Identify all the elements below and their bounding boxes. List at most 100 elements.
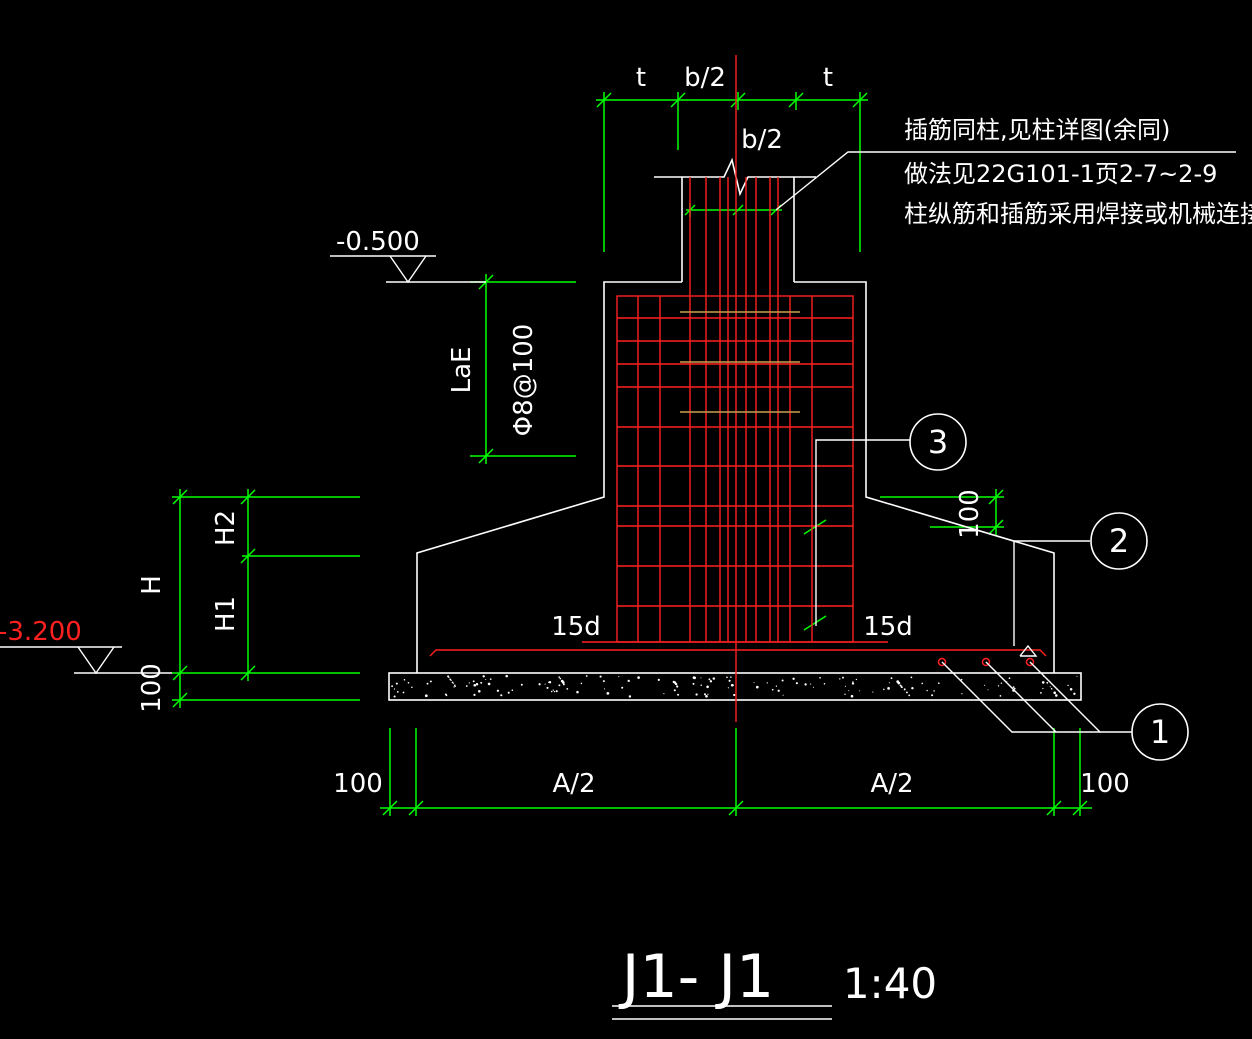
pad-speckle	[580, 682, 583, 685]
pad-speckle	[1008, 677, 1011, 680]
callout-circles	[909, 413, 1189, 761]
pad-speckle	[728, 679, 731, 682]
pad-speckle	[453, 684, 456, 687]
pad-speckle	[393, 695, 396, 698]
pad-speckle	[558, 684, 561, 687]
pad-speckle	[1041, 681, 1045, 684]
pad-speckle	[900, 686, 903, 689]
callout-2-label: 2	[1109, 522, 1129, 560]
pad-speckle	[627, 679, 630, 683]
pad-speckle	[599, 675, 602, 678]
pad-speckle	[937, 682, 940, 685]
pad-speckle	[559, 677, 562, 680]
pad-speckle	[933, 690, 935, 692]
pad-speckle	[465, 685, 468, 687]
pad-speckle	[703, 693, 707, 696]
pad-speckle	[663, 693, 665, 695]
pad-speckle	[795, 682, 798, 685]
pad-speckle	[1046, 681, 1049, 684]
pad-speckle	[566, 688, 569, 690]
pad-speckle	[987, 689, 989, 691]
pad-speckle	[606, 692, 610, 695]
pad-speckle	[475, 682, 479, 686]
pad-speckle	[1067, 684, 1069, 687]
pad-speckle	[478, 690, 481, 693]
pad-speckle	[887, 687, 890, 690]
pad-speckle	[550, 690, 553, 693]
pad-speckle	[553, 690, 556, 693]
pad-speckle	[931, 694, 934, 697]
pad-speckle	[730, 676, 732, 678]
pad-speckle	[850, 694, 854, 698]
hook-left: 15d	[551, 612, 601, 642]
pad-speckle	[823, 683, 826, 685]
pad-speckle	[1053, 691, 1057, 695]
dim-b-half-inner: b/2	[741, 125, 783, 155]
dim-bottom-left-offset: 100	[333, 769, 383, 799]
pad-speckle	[393, 688, 396, 690]
callout-1-label: 1	[1150, 713, 1170, 751]
pad-speckle	[451, 681, 454, 684]
pad-speckle	[819, 676, 821, 679]
pad-speckle	[859, 690, 861, 692]
pad-speckle	[733, 693, 736, 697]
pad-speckle	[726, 676, 728, 679]
leaders	[0, 151, 1236, 1020]
rebar	[429, 55, 1047, 722]
pad-speckle	[507, 691, 510, 694]
pad-speckle	[1073, 692, 1076, 695]
dim-bottom-left-half: A/2	[552, 769, 595, 799]
pad-speckle	[804, 683, 807, 686]
concrete-outline	[388, 157, 1082, 701]
pad-speckle	[450, 679, 452, 682]
pad-speckle	[961, 693, 963, 695]
dim-bottom-right-half: A/2	[870, 769, 913, 799]
pad-speckle	[454, 685, 457, 687]
pad-speckle	[781, 679, 784, 682]
pad-speckle	[792, 677, 795, 680]
pad-speckle	[905, 691, 908, 694]
pad-speckle	[673, 689, 676, 692]
pad-speckle	[1000, 682, 1003, 684]
pad-speckle	[676, 685, 679, 688]
pad-speckle	[899, 684, 902, 687]
pad-speckle	[1070, 689, 1073, 691]
dim-h: H	[137, 575, 167, 595]
pad-speckle	[1042, 687, 1044, 690]
pad-speckle	[842, 676, 844, 679]
pad-speckle	[712, 677, 716, 680]
pad-speckle	[558, 676, 561, 678]
pad-speckle	[839, 678, 841, 680]
pad-speckle	[505, 674, 508, 678]
pad-speckle	[852, 681, 854, 683]
pad-speckle	[984, 684, 986, 686]
pad-speckle	[708, 678, 711, 681]
pad-speckle	[705, 695, 708, 698]
pad-speckle	[855, 678, 858, 681]
pad-speckle	[844, 685, 846, 687]
pad-speckle	[637, 676, 640, 679]
pad-speckle	[727, 687, 730, 689]
pad-speckle	[700, 684, 702, 686]
pad-speckle	[445, 694, 448, 697]
pad-speckle	[489, 678, 492, 680]
pad-speckle	[548, 681, 550, 684]
pad-speckle	[692, 676, 696, 679]
pad-speckle	[500, 694, 503, 697]
pad-speckle	[921, 682, 924, 685]
stirrup-spec: Φ8@100	[509, 324, 539, 437]
pad-speckle	[621, 686, 624, 689]
pad-speckle	[657, 678, 660, 681]
pad-speckle	[888, 682, 890, 684]
pad-speckle	[407, 681, 410, 684]
pad-speckle	[1050, 688, 1053, 690]
pad-speckle	[1076, 675, 1078, 677]
section-scale: 1:40	[843, 959, 937, 1008]
pad-speckle	[429, 680, 432, 683]
pad-speckle	[911, 687, 914, 690]
pad-speckle	[472, 680, 475, 683]
dim-pad: 100	[137, 663, 167, 713]
note-line-1: 插筋同柱,见柱详图(余同)	[904, 116, 1170, 144]
pad-speckle	[555, 690, 558, 693]
